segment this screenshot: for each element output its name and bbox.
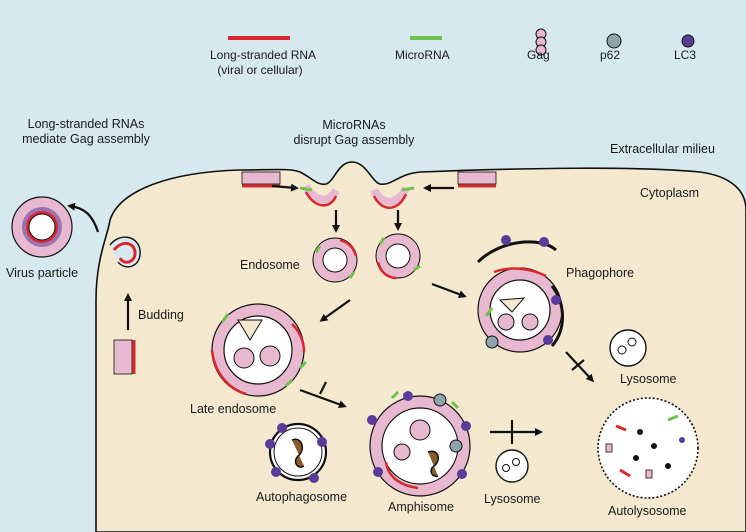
inhibition-bar-phagophore — [571, 359, 585, 371]
endosome-label: Endosome — [240, 258, 300, 272]
annotation-long-rna-mediate: Long-stranded RNAs mediate Gag assembly — [16, 117, 156, 147]
arrow-phagophore-to-autolysosome — [565, 351, 595, 383]
legend-gag-icon — [535, 28, 547, 56]
endosome-left-shape — [312, 237, 358, 283]
arrow-endosome-to-phagophore — [431, 282, 467, 298]
budding-label: Budding — [138, 308, 184, 322]
autophagosome-shape — [265, 422, 328, 483]
inhibition-bar-late-endosome — [319, 381, 327, 395]
autolysosome-shape — [597, 397, 699, 499]
legend-microrna-label: MicroRNA — [395, 48, 450, 62]
virus-particle-shape — [11, 196, 73, 258]
lysosome-right-shape — [609, 329, 647, 367]
invagination-right-coat — [370, 186, 415, 209]
budding-rna — [112, 242, 137, 264]
arrow-late-endosome-to-amphisome — [299, 388, 347, 409]
legend-long-rna-text: Long-stranded RNA — [210, 48, 317, 62]
lysosome-right-label: Lysosome — [620, 372, 677, 386]
late-endosome-label: Late endosome — [190, 402, 277, 416]
legend-p62-label: p62 — [600, 48, 621, 62]
cytoplasm-region — [95, 161, 746, 532]
legend-p62-icon — [606, 33, 622, 49]
phagophore-label: Phagophore — [566, 266, 635, 280]
membrane-gag-cluster-left — [241, 171, 281, 188]
lysosome-bottom-label: Lysosome — [484, 492, 541, 506]
annotation-microrna-line2: disrupt Gag assembly — [293, 133, 415, 147]
arrow-left-to-invagination — [271, 183, 299, 192]
lysosome-bottom-shape — [495, 449, 529, 483]
budding-gag-patch — [113, 339, 136, 375]
extracellular-label: Extracellular milieu — [610, 142, 715, 156]
membrane-gag-cluster-right — [457, 171, 497, 188]
late-endosome-shape — [210, 303, 308, 397]
cytoplasm-label: Cytoplasm — [640, 186, 700, 200]
autophagosome-label: Autophagosome — [256, 490, 348, 504]
legend-long-rna-subtext: (viral or cellular) — [217, 63, 303, 77]
phagophore-shape — [476, 235, 564, 353]
annotation-long-rna-line2: mediate Gag assembly — [22, 132, 150, 146]
legend-lc3-label: LC3 — [674, 48, 697, 62]
endosome-right-shape — [375, 233, 421, 280]
amphisome-label: Amphisome — [388, 500, 454, 514]
invagination-left-coat — [299, 183, 340, 207]
arrow-virus-release — [67, 202, 100, 233]
autolysosome-label: Autolysosome — [608, 504, 687, 518]
legend-gag-label: Gag — [527, 48, 550, 62]
annotation-microrna-disrupt: MicroRNAs disrupt Gag assembly — [284, 118, 424, 148]
legend-long-rna-label: Long-stranded RNA (viral or cellular) — [210, 48, 317, 78]
legend-lc3-icon — [681, 34, 695, 48]
annotation-microrna-line1: MicroRNAs — [322, 118, 386, 132]
annotation-long-rna-line1: Long-stranded RNAs — [27, 117, 145, 131]
virus-particle-label: Virus particle — [6, 266, 79, 280]
amphisome-shape — [367, 390, 471, 497]
arrow-endosome-to-late-endosome — [319, 299, 351, 322]
